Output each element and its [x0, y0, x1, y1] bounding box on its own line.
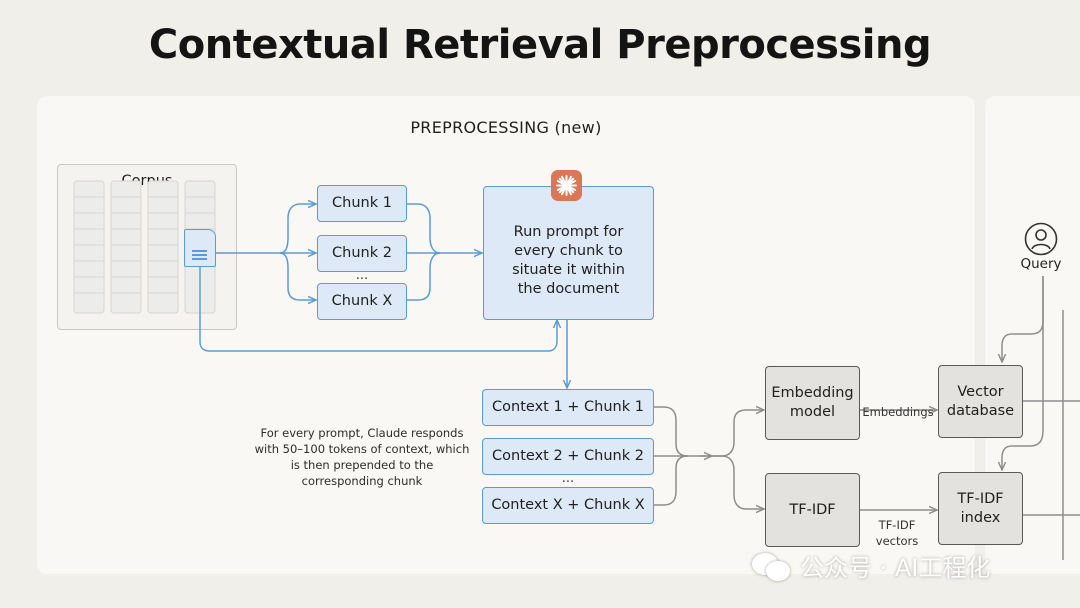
- user-icon: [1024, 222, 1058, 256]
- claude-icon: [551, 170, 582, 201]
- selected-document-icon: [184, 229, 216, 267]
- section-label: PREPROCESSING (new): [410, 118, 602, 137]
- watermark: 公众号 · AI工程化: [752, 548, 990, 583]
- chunk-2-box: Chunk 2: [317, 235, 407, 272]
- chunk-x-box: Chunk X: [317, 283, 407, 320]
- embeddings-label: Embeddings: [862, 405, 934, 419]
- corpus-documents: [73, 180, 216, 314]
- tfidf-vectors-label: TF-IDF vectors: [875, 518, 919, 548]
- vector-database-box: Vector database: [938, 365, 1023, 438]
- watermark-text: 公众号 · AI工程化: [800, 554, 991, 582]
- chunks-ellipsis: ...: [355, 268, 369, 283]
- tfidf-box: TF-IDF: [765, 473, 860, 547]
- context-chunk-1-box: Context 1 + Chunk 1: [482, 389, 654, 426]
- run-prompt-box: Run prompt for every chunk to situate it…: [483, 186, 654, 320]
- tfidf-index-box: TF-IDF index: [938, 472, 1023, 545]
- embedding-model-box: Embedding model: [765, 366, 860, 440]
- query-label: Query: [1020, 256, 1062, 272]
- context-chunk-x-box: Context X + Chunk X: [482, 487, 654, 524]
- claude-note: For every prompt, Claude responds with 5…: [254, 426, 470, 489]
- wechat-icon: [752, 551, 792, 581]
- chunk-1-box: Chunk 1: [317, 185, 407, 222]
- contextual-ellipsis: ...: [561, 471, 575, 486]
- context-chunk-2-box: Context 2 + Chunk 2: [482, 438, 654, 475]
- diagram-title: Contextual Retrieval Preprocessing: [148, 22, 932, 68]
